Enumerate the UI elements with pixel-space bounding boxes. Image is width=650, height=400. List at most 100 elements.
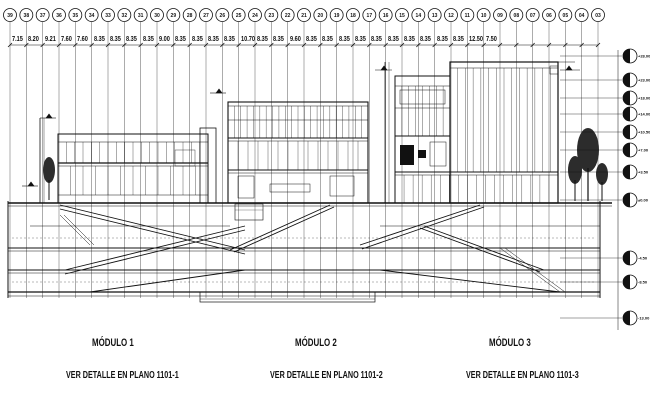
axis-25: 25 <box>231 8 246 298</box>
dimension-tick <box>40 42 45 48</box>
axis-29: 29 <box>166 8 181 298</box>
module-2-title: MÓDULO 2 <box>295 337 337 349</box>
level-value: ±0.00 <box>638 198 649 203</box>
level-value: +23.00 <box>638 78 650 83</box>
dimension-tick <box>105 42 111 48</box>
level-bubble: ±0.00 <box>560 192 649 208</box>
ground-line <box>7 201 612 298</box>
axis-label: 36 <box>56 13 62 19</box>
axis-spacing: 9.00 <box>159 36 170 43</box>
dimension-tick <box>7 42 13 48</box>
basement-ramps <box>59 204 566 293</box>
axis-label: 38 <box>24 13 30 19</box>
axis-39: 39 <box>3 8 17 298</box>
axis-22: 22 <box>280 8 295 298</box>
axis-38: 38 <box>19 8 34 298</box>
axis-35: 35 <box>68 8 83 298</box>
axis-label: 03 <box>595 13 601 19</box>
module-3-note: VER DETALLE EN PLANO 1101-3 <box>466 370 579 381</box>
dimension-tick <box>220 42 225 48</box>
dimension-tick <box>367 42 372 48</box>
level-value: -13.00 <box>638 316 650 321</box>
axis-spacing: 7.15 <box>12 36 23 43</box>
module-3-mullions <box>401 68 551 203</box>
dimension-tick <box>318 42 323 48</box>
level-bubble: +28.00 <box>560 48 650 64</box>
dimension-tick <box>497 42 503 48</box>
dimension-tick <box>285 42 290 48</box>
axis-label: 12 <box>448 13 454 19</box>
level-bubble: +14.00 <box>560 106 650 122</box>
axis-label: 11 <box>465 13 471 19</box>
axis-label: 18 <box>350 13 356 19</box>
axis-label: 04 <box>579 13 585 19</box>
axis-spacing: 8.35 <box>420 36 432 43</box>
axis-spacing: 8.35 <box>355 36 366 43</box>
dimension-tick <box>138 42 143 48</box>
dimension-tick <box>481 42 486 48</box>
axis-label: 30 <box>154 13 160 19</box>
axis-label: 32 <box>122 13 128 19</box>
axis-12: 12 <box>444 8 458 298</box>
module-1-title: MÓDULO 1 <box>92 337 134 349</box>
axis-label: 24 <box>252 13 258 19</box>
axis-21: 21 <box>297 8 311 298</box>
axis-spacing: 8.35 <box>208 36 219 43</box>
axis-28: 28 <box>182 8 197 298</box>
axis-label: 05 <box>563 13 569 19</box>
tree-right-1 <box>568 156 582 201</box>
axis-31: 31 <box>133 8 148 298</box>
axis-label: 22 <box>285 13 291 19</box>
axis-label: 14 <box>416 13 422 19</box>
level-bubble: +3.50 <box>560 164 649 180</box>
level-bubble: +7.00 <box>560 142 649 158</box>
axis-spacing: 8.35 <box>273 36 285 43</box>
level-value: -8.50 <box>638 280 648 285</box>
axis-spacing: 8.35 <box>404 36 415 43</box>
dimension-tick <box>89 42 94 48</box>
level-bubbles: +28.00+23.00+18.00+14.00+10.50+7.00+3.50… <box>560 48 650 330</box>
level-value: +7.00 <box>638 148 649 153</box>
axis-spacing: 9.60 <box>289 36 301 43</box>
level-value: +28.00 <box>638 54 650 59</box>
axis-spacing: 8.35 <box>387 36 399 43</box>
axis-label: 10 <box>481 13 487 19</box>
axis-label: 13 <box>432 13 438 19</box>
axis-label: 19 <box>334 13 340 19</box>
dimension-tick <box>73 42 78 48</box>
axis-30: 30 <box>150 8 164 298</box>
dimension-tick <box>334 42 339 48</box>
axis-03: 03 <box>591 8 605 298</box>
axis-13: 13 <box>427 8 442 298</box>
axis-label: 20 <box>318 13 324 19</box>
axis-label: 29 <box>171 13 177 19</box>
dimension-tick <box>187 42 192 48</box>
axis-24: 24 <box>248 8 262 298</box>
axis-16: 16 <box>378 8 393 298</box>
dimension-tick <box>514 42 519 48</box>
tree-right-2 <box>577 128 599 201</box>
level-bubble: +23.00 <box>560 72 650 88</box>
axis-spacing: 8.35 <box>191 36 203 43</box>
axis-label: 25 <box>236 13 242 19</box>
dimension-tick <box>269 42 274 48</box>
level-value: -4.50 <box>638 256 648 261</box>
level-value: +10.50 <box>638 130 650 135</box>
dimension-tick <box>416 42 421 48</box>
dimension-tick <box>122 42 127 48</box>
dimension-tick <box>301 42 307 48</box>
axis-spacing: 8.35 <box>93 36 105 43</box>
axis-spacing: 12.50 <box>469 36 484 43</box>
axis-26: 26 <box>215 8 230 298</box>
dimension-tick <box>546 42 552 48</box>
axis-spacing: 8.35 <box>257 36 268 43</box>
axis-17: 17 <box>362 8 377 298</box>
axis-spacing: 8.35 <box>371 36 383 43</box>
axis-spacing: 8.35 <box>436 36 448 43</box>
axis-14: 14 <box>411 8 426 298</box>
dimension-tick <box>154 42 160 48</box>
level-bubble: -4.50 <box>560 250 648 266</box>
module-1-mullions <box>66 142 200 195</box>
axis-37: 37 <box>35 8 50 298</box>
